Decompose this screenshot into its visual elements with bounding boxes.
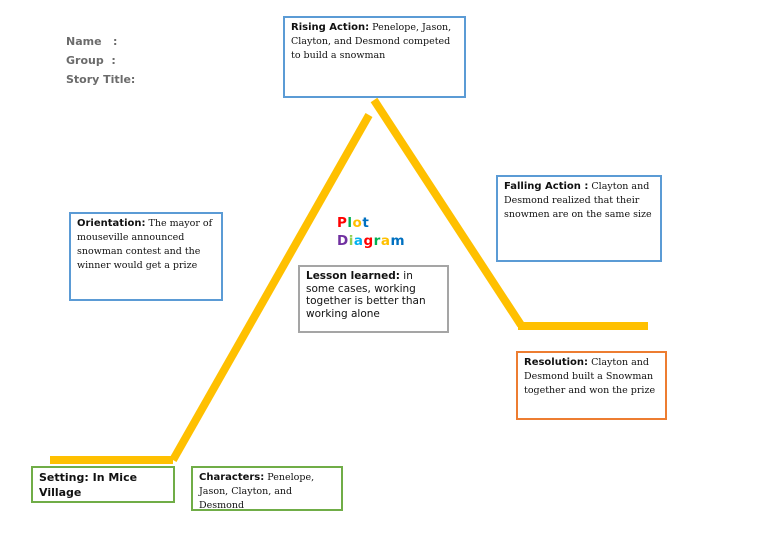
title-letter: m xyxy=(390,233,406,249)
resolution-box: Resolution: Clayton and Desmond built a … xyxy=(516,351,667,420)
characters-box: Characters: Penelope, Jason, Clayton, an… xyxy=(191,466,343,511)
resolution-text: Clayton and Desmond built a Snowman toge… xyxy=(524,357,656,396)
plot-line-falling xyxy=(370,97,525,328)
lesson-learned-text: in some cases, working together is bette… xyxy=(306,270,426,320)
setting-label: Setting: In Mice Village xyxy=(39,471,138,499)
characters-text: Penelope, Jason, Clayton, and Desmond xyxy=(199,472,315,511)
title-letter: l xyxy=(347,215,353,231)
name-label: Name : xyxy=(66,35,118,48)
orientation-text: The mayor of mouseville announced snowma… xyxy=(77,218,213,271)
orientation-label: Orientation: xyxy=(77,218,146,229)
title-letter: g xyxy=(363,233,374,249)
setting-box: Setting: In Mice Village xyxy=(31,466,175,503)
title-letter: D xyxy=(337,233,349,249)
title-letter: t xyxy=(362,215,370,231)
lesson-learned-label: Lesson learned: xyxy=(306,270,400,282)
title-letter: a xyxy=(353,233,364,249)
plot-diagram-title: Plot Diagram xyxy=(337,214,405,250)
falling-action-label: Falling Action : xyxy=(504,181,589,192)
rising-action-box: Rising Action: Penelope, Jason, Clayton,… xyxy=(283,16,466,98)
title-letter: r xyxy=(373,233,381,249)
title-letter: P xyxy=(337,215,348,231)
rising-action-text: Penelope, Jason, Clayton, and Desmond co… xyxy=(291,22,452,61)
title-letter: a xyxy=(380,233,391,249)
rising-action-label: Rising Action: xyxy=(291,22,370,33)
orientation-box: Orientation: The mayor of mouseville ann… xyxy=(69,212,223,301)
plot-line-rising xyxy=(169,113,373,462)
resolution-label: Resolution: xyxy=(524,357,589,368)
title-letter: i xyxy=(348,233,354,249)
lesson-learned-box: Lesson learned: in some cases, working t… xyxy=(298,265,449,333)
title-line-1: Plot xyxy=(337,214,405,232)
title-letter: o xyxy=(352,215,363,231)
group-label: Group : xyxy=(66,54,116,67)
falling-action-box: Falling Action : Clayton and Desmond rea… xyxy=(496,175,662,262)
falling-action-text: Clayton and Desmond realized that their … xyxy=(504,181,652,220)
student-info-header: Name : Group : Story Title: xyxy=(66,32,135,89)
story-title-label: Story Title: xyxy=(66,73,136,86)
characters-label: Characters: xyxy=(199,472,265,483)
title-line-2: Diagram xyxy=(337,232,405,250)
